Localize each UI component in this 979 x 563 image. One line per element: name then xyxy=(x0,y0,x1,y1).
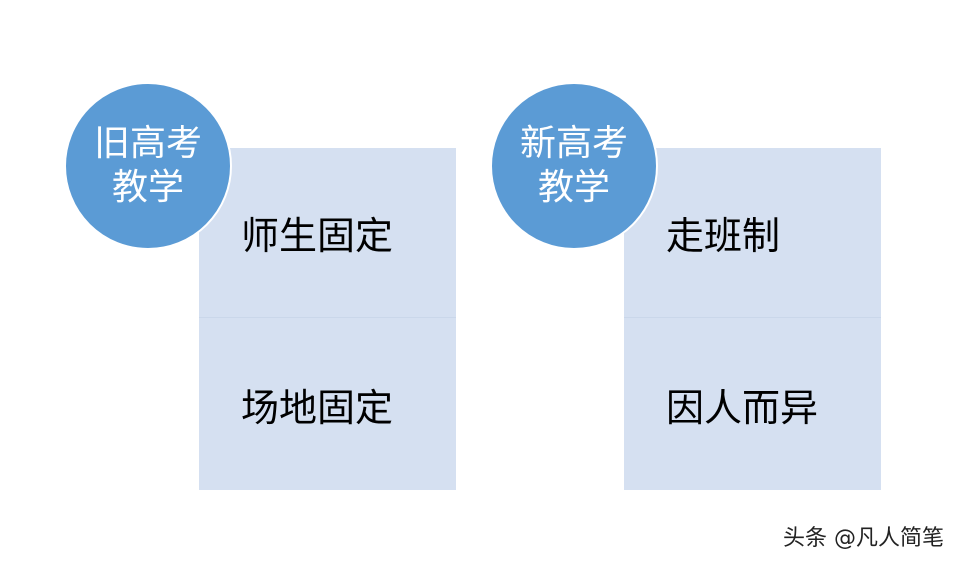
old-title-line1: 旧高考 xyxy=(93,123,202,164)
old-title-line2: 教学 xyxy=(111,167,184,208)
old-exam-circle: 旧高考 教学 xyxy=(64,82,232,250)
new-exam-box: 走班制 因人而异 xyxy=(624,148,881,490)
new-item-1: 走班制 xyxy=(624,148,881,318)
watermark: 头条 @凡人简笔 xyxy=(783,526,944,551)
new-exam-circle: 新高考 教学 xyxy=(490,82,658,250)
old-item-1: 师生固定 xyxy=(199,148,456,318)
old-exam-box: 师生固定 场地固定 xyxy=(199,148,456,490)
new-item-2: 因人而异 xyxy=(666,385,819,430)
old-item-2: 场地固定 xyxy=(241,385,394,430)
new-title-line2: 教学 xyxy=(537,167,610,208)
new-title-line1: 新高考 xyxy=(519,123,628,164)
